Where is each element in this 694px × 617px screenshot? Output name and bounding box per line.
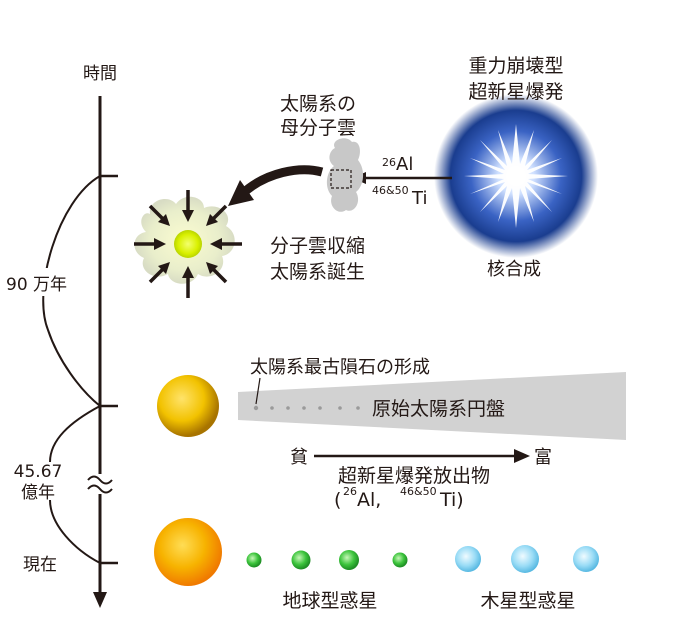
protosun-core xyxy=(174,230,202,258)
interval-2-value: 45.67 xyxy=(14,462,63,482)
protoplanetary-disk-shape xyxy=(238,372,626,440)
jovian-label: 木星型惑星 xyxy=(480,590,575,612)
isotope-ti: Ti xyxy=(411,188,427,209)
collapse-line1: 分子雲収縮 xyxy=(270,235,365,257)
oldest-meteorite-label: 太陽系最古隕石の形成 xyxy=(250,357,430,378)
terrestrial-planet-4 xyxy=(392,552,408,568)
parent-cloud-region-box xyxy=(330,169,352,189)
jovian-planet-3 xyxy=(573,546,599,572)
present-label: 現在 xyxy=(23,555,57,575)
nucleosynthesis-label: 核合成 xyxy=(487,259,541,280)
interval-brace-2 xyxy=(49,405,101,564)
terrestrial-label: 地球型惑星 xyxy=(282,590,377,612)
interval-1-label: 90 万年 xyxy=(6,275,67,295)
supernova-title-line1: 重力崩壊型 xyxy=(468,55,563,77)
jovian-planet-2 xyxy=(511,545,539,573)
ejecta-ti-mass: 46&50 xyxy=(400,485,437,498)
parent-cloud-line1: 太陽系の xyxy=(280,93,356,115)
isotope-ti-mass: 46&50 xyxy=(372,184,409,197)
meteorite-leader-line xyxy=(255,377,261,405)
disk-label: 原始太陽系円盤 xyxy=(372,398,505,420)
jovian-planet-1 xyxy=(455,546,481,572)
young-sun xyxy=(157,375,219,437)
ejecta-paren-open: ( xyxy=(334,489,341,511)
ejecta-ti: Ti) xyxy=(439,489,464,511)
parent-cloud-line2: 母分子雲 xyxy=(280,117,356,139)
ejecta-label: 超新星爆発放出物 xyxy=(338,465,490,487)
terrestrial-planet-1 xyxy=(246,552,262,568)
axis-break-mark xyxy=(87,475,113,485)
rich-label: 富 xyxy=(534,447,552,468)
ejecta-al: Al, xyxy=(357,489,381,511)
isotope-al-mass: 26 xyxy=(382,156,396,169)
supernova-title-line2: 超新星爆発 xyxy=(468,81,563,103)
interval-2-unit: 億年 xyxy=(21,483,55,503)
timeline-arrowhead xyxy=(93,592,107,608)
collapse-line2: 太陽系誕生 xyxy=(270,261,365,283)
present-sun xyxy=(154,518,222,586)
contraction-arrows-icon xyxy=(134,190,242,298)
supernova-star-icon xyxy=(464,124,568,228)
timeline-axis xyxy=(87,96,118,608)
meteorite-dots xyxy=(253,405,360,411)
poor-label: 貧 xyxy=(290,447,308,468)
parent-cloud-shape xyxy=(326,138,364,212)
curved-collapse-arrow xyxy=(238,165,324,198)
terrestrial-planet-2 xyxy=(291,550,311,570)
terrestrial-planet-3 xyxy=(339,550,359,570)
timeline-label: 時間 xyxy=(83,64,117,84)
isotope-al: Al xyxy=(396,154,413,175)
interval-brace-1 xyxy=(42,175,101,407)
ejecta-al-mass: 26 xyxy=(343,485,357,498)
